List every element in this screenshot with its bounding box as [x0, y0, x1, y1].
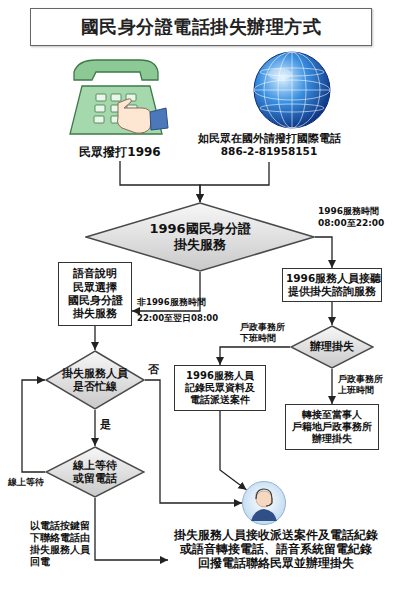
- node-text: 線上等待 或留電話: [72, 459, 118, 485]
- pointing-hand: [118, 99, 153, 133]
- caption-node: 如民眾在國外請撥打國際電話 886-2-81958151: [194, 128, 344, 162]
- edge-label: 1996服務時間 08:00至22:00: [318, 205, 384, 229]
- diagram-title: 國民身分證電話掛失辦理方式: [81, 15, 322, 39]
- flow-arrow: [331, 369, 332, 404]
- node-text: 語音說明 民眾選擇 國民身分證 掛失服務: [65, 267, 125, 321]
- flow-arrow: [95, 498, 168, 560]
- node-text: 轉接至當事人 戶籍地戶政事務所 辦理掛失: [289, 409, 375, 446]
- node-text: 掛失服務人員 是否忙線: [62, 367, 128, 393]
- diamond-shape: [86, 203, 314, 271]
- globe-illustration: [254, 52, 330, 128]
- shirt-cuff: [150, 108, 168, 130]
- decision-diamond: 線上等待 或留電話: [45, 446, 145, 498]
- phone-base: [70, 86, 162, 134]
- process-box: 語音說明 民眾選擇 國民身分證 掛失服務: [58, 262, 132, 326]
- title-box: 國民身分證電話掛失辦理方式: [30, 8, 372, 46]
- operator-node: 掛失服務人員接收派送案件及電話紀錄 或語音轉接電話、語音系統留電紀錄 回撥電話聯…: [168, 480, 384, 578]
- edge-label: 戶政事務所 下班時間: [240, 322, 290, 344]
- globe-grid: [254, 52, 330, 128]
- decision-diamond: 掛失服務人員 是否忙線: [45, 350, 145, 410]
- edge-label: 戶政事務所 上班時間: [338, 374, 388, 396]
- process-box: 1996服務人員接聽 提供掛失諮詢服務: [282, 268, 382, 302]
- icon-circle: [243, 482, 286, 525]
- diamond-shape: [46, 447, 144, 497]
- operator-headset: [256, 489, 272, 506]
- globe-sphere: [254, 52, 330, 128]
- process-box: 轉接至當事人 戶籍地戶政事務所 辦理掛失: [285, 404, 379, 450]
- flow-arrow: [331, 302, 332, 325]
- edge-label: 否: [148, 363, 159, 376]
- node-text: 如民眾在國外請撥打國際電話 886-2-81958151: [198, 132, 340, 158]
- phone-handset: [74, 60, 158, 80]
- node-text: 民眾撥打1996: [79, 145, 160, 160]
- flow-arrow: [120, 161, 200, 202]
- flow-arrow: [200, 162, 269, 202]
- flow-arrow: [94, 410, 95, 446]
- diamond-shape: [46, 351, 144, 409]
- node-text: 1996國民身分證 掛失服務: [141, 221, 259, 253]
- edge-label: 線上等待: [8, 477, 44, 488]
- diamond-shape: [291, 326, 373, 368]
- flow-arrow: [220, 411, 246, 490]
- process-box: 1996服務人員 記錄民眾資料及 電話派送案件: [174, 365, 266, 411]
- node-text: 掛失服務人員接收派送案件及電話紀錄 或語音轉接電話、語音系統留電紀錄 回撥電話聯…: [174, 528, 378, 570]
- operator-icon: [242, 481, 286, 525]
- flow-arrow: [220, 347, 290, 365]
- flow-arrow: [94, 326, 95, 350]
- node-text: 1996服務人員 記錄民眾資料及 電話派送案件: [182, 370, 258, 407]
- edge-label: 以電話按鍵留 下聯絡電話由 掛失服務人員 回電: [30, 520, 92, 568]
- edge-label: 是: [100, 418, 111, 431]
- node-text: 1996服務人員接聽 提供掛失諮詢服務: [286, 272, 378, 298]
- node-text: 辦理掛失: [310, 340, 354, 353]
- flow-arrow: [22, 380, 45, 472]
- edge-label: 非1996服務時間 22:00至翌日08:00: [137, 294, 227, 326]
- caption-node: 民眾撥打1996: [70, 143, 170, 161]
- decision-diamond: 辦理掛失: [290, 325, 374, 369]
- operator-svg: [242, 481, 286, 525]
- phone-illustration: [70, 60, 168, 134]
- flow-arrow: [315, 237, 332, 268]
- globe-highlight: [268, 68, 292, 80]
- operator-body: [251, 509, 277, 521]
